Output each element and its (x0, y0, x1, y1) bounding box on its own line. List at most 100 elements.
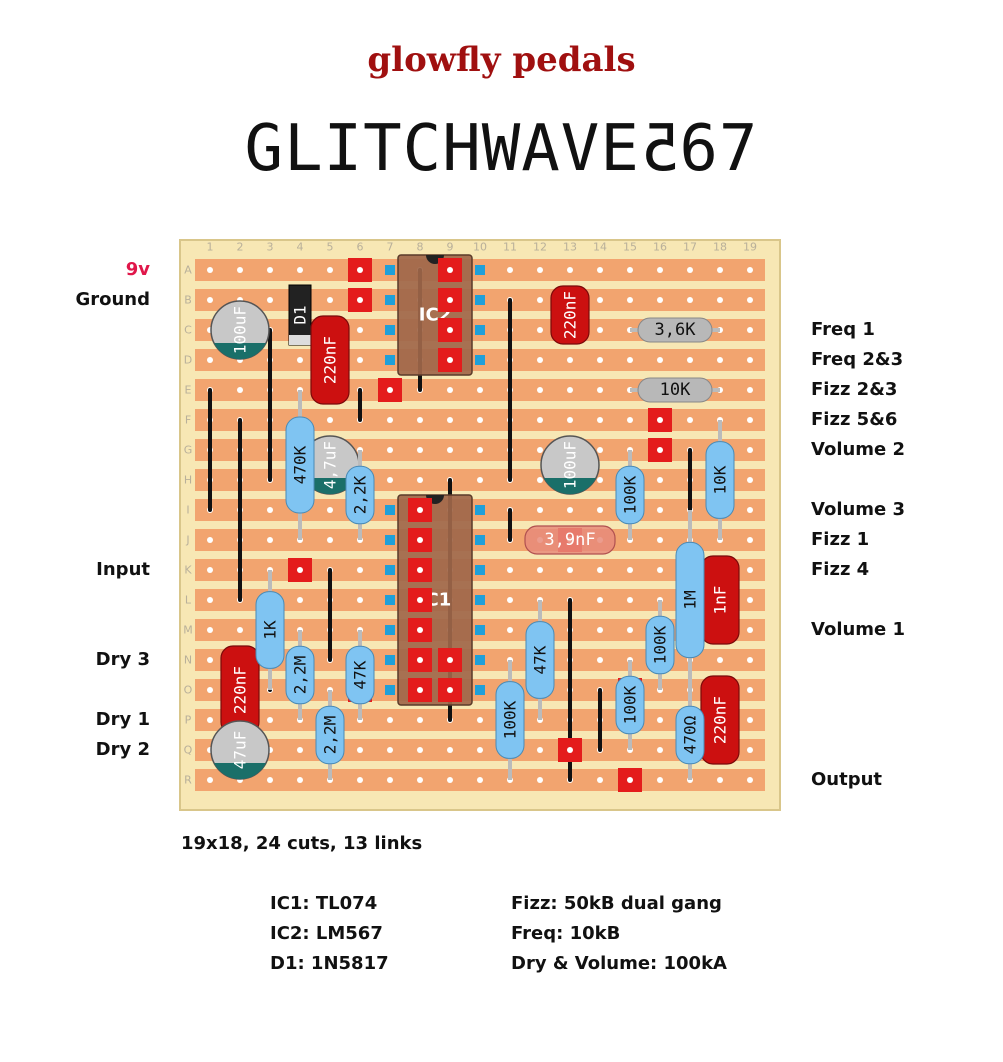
film-cap-label: 1nF (711, 586, 730, 615)
strip-hole (597, 507, 603, 513)
resistor-body (637, 377, 713, 403)
resistor-label: 2,2K (351, 475, 370, 514)
strip-hole (207, 537, 213, 543)
strip-hole (627, 627, 633, 633)
column-number: 3 (267, 241, 274, 254)
resistor-body (285, 645, 315, 705)
strip-hole (417, 417, 423, 423)
electrolytic-stripe (544, 478, 596, 495)
strip-hole (357, 567, 363, 573)
electrolytic-label: 47uF (231, 731, 250, 770)
strip-hole (627, 357, 633, 363)
strip-hole (537, 267, 543, 273)
strip-hole (747, 687, 753, 693)
ic-pin (475, 625, 485, 635)
column-number: 17 (683, 241, 697, 254)
resistor-label: 100K (501, 700, 520, 739)
strip-hole (267, 537, 273, 543)
strip-hole (747, 387, 753, 393)
resistor-label: 3,6K (655, 320, 697, 340)
strip-hole (357, 597, 363, 603)
row-letter: C (184, 324, 192, 337)
strip-hole (447, 447, 453, 453)
column-number: 5 (327, 241, 334, 254)
strip-hole (657, 267, 663, 273)
strip-hole (567, 387, 573, 393)
column-number: 12 (533, 241, 547, 254)
resistor-body (675, 541, 705, 659)
strip-hole (267, 717, 273, 723)
strip-hole (687, 297, 693, 303)
strip-hole (267, 507, 273, 513)
strip-hole (657, 747, 663, 753)
part-d1: D1: 1N5817 (270, 953, 389, 974)
ic-pin (475, 295, 485, 305)
column-number: 19 (743, 241, 757, 254)
column-number: 11 (503, 241, 517, 254)
right-label: Fizz 2&3 (811, 379, 898, 400)
left-label: Dry 3 (95, 649, 150, 670)
resistor-label: 100K (651, 625, 670, 664)
strip-hole (207, 567, 213, 573)
ic-pin (385, 655, 395, 665)
strip-hole (567, 417, 573, 423)
strip-cut-hole (657, 417, 663, 423)
right-label: Freq 2&3 (811, 349, 904, 370)
column-number: 15 (623, 241, 637, 254)
resistor-label: 47K (531, 645, 550, 674)
ic-pin (475, 265, 485, 275)
resistor-label: 470Ω (681, 715, 700, 754)
ic-pin (385, 535, 395, 545)
strip-hole (627, 297, 633, 303)
ic-pin (385, 625, 395, 635)
column-number: 6 (357, 241, 364, 254)
strip-hole (747, 507, 753, 513)
strip-hole (507, 597, 513, 603)
resistor-body (345, 465, 375, 525)
resistor-label: 47K (351, 660, 370, 689)
ic-pin (475, 535, 485, 545)
row-letter: G (184, 444, 193, 457)
strip-hole (657, 357, 663, 363)
strip-hole (207, 657, 213, 663)
diode-band (289, 335, 311, 345)
strip-cut-hole (417, 597, 423, 603)
row-letter: K (184, 564, 192, 577)
strip-hole (327, 297, 333, 303)
left-label: Dry 1 (95, 709, 150, 730)
strip-hole (447, 387, 453, 393)
board-summary: 19x18, 24 cuts, 13 links (181, 833, 423, 854)
strip-cut-hole (447, 357, 453, 363)
strip-hole (657, 507, 663, 513)
strip-cut-hole (447, 687, 453, 693)
strip-hole (597, 657, 603, 663)
strip-hole (747, 777, 753, 783)
right-label: Fizz 5&6 (811, 409, 898, 430)
strip-hole (627, 267, 633, 273)
resistor-label: 470K (291, 445, 310, 484)
row-letter: N (184, 654, 192, 667)
ic-pin (475, 595, 485, 605)
strip-hole (507, 567, 513, 573)
pot-freq: Freq: 10kB (511, 923, 621, 944)
strip-hole (537, 357, 543, 363)
strip-hole (387, 747, 393, 753)
strip-cut-hole (447, 267, 453, 273)
resistor-label: 2,2M (291, 656, 310, 695)
project-title-tail: 67 (679, 112, 759, 186)
resistor-label: 1K (261, 620, 280, 640)
ic-pin (475, 355, 485, 365)
resistor-body (525, 621, 555, 699)
strip-hole (717, 297, 723, 303)
strip-hole (447, 777, 453, 783)
ceramic-cap-body (524, 525, 616, 555)
strip-hole (597, 417, 603, 423)
strip-hole (267, 297, 273, 303)
left-label: Input (96, 559, 150, 580)
resistor-body (675, 705, 705, 765)
strip-hole (687, 267, 693, 273)
